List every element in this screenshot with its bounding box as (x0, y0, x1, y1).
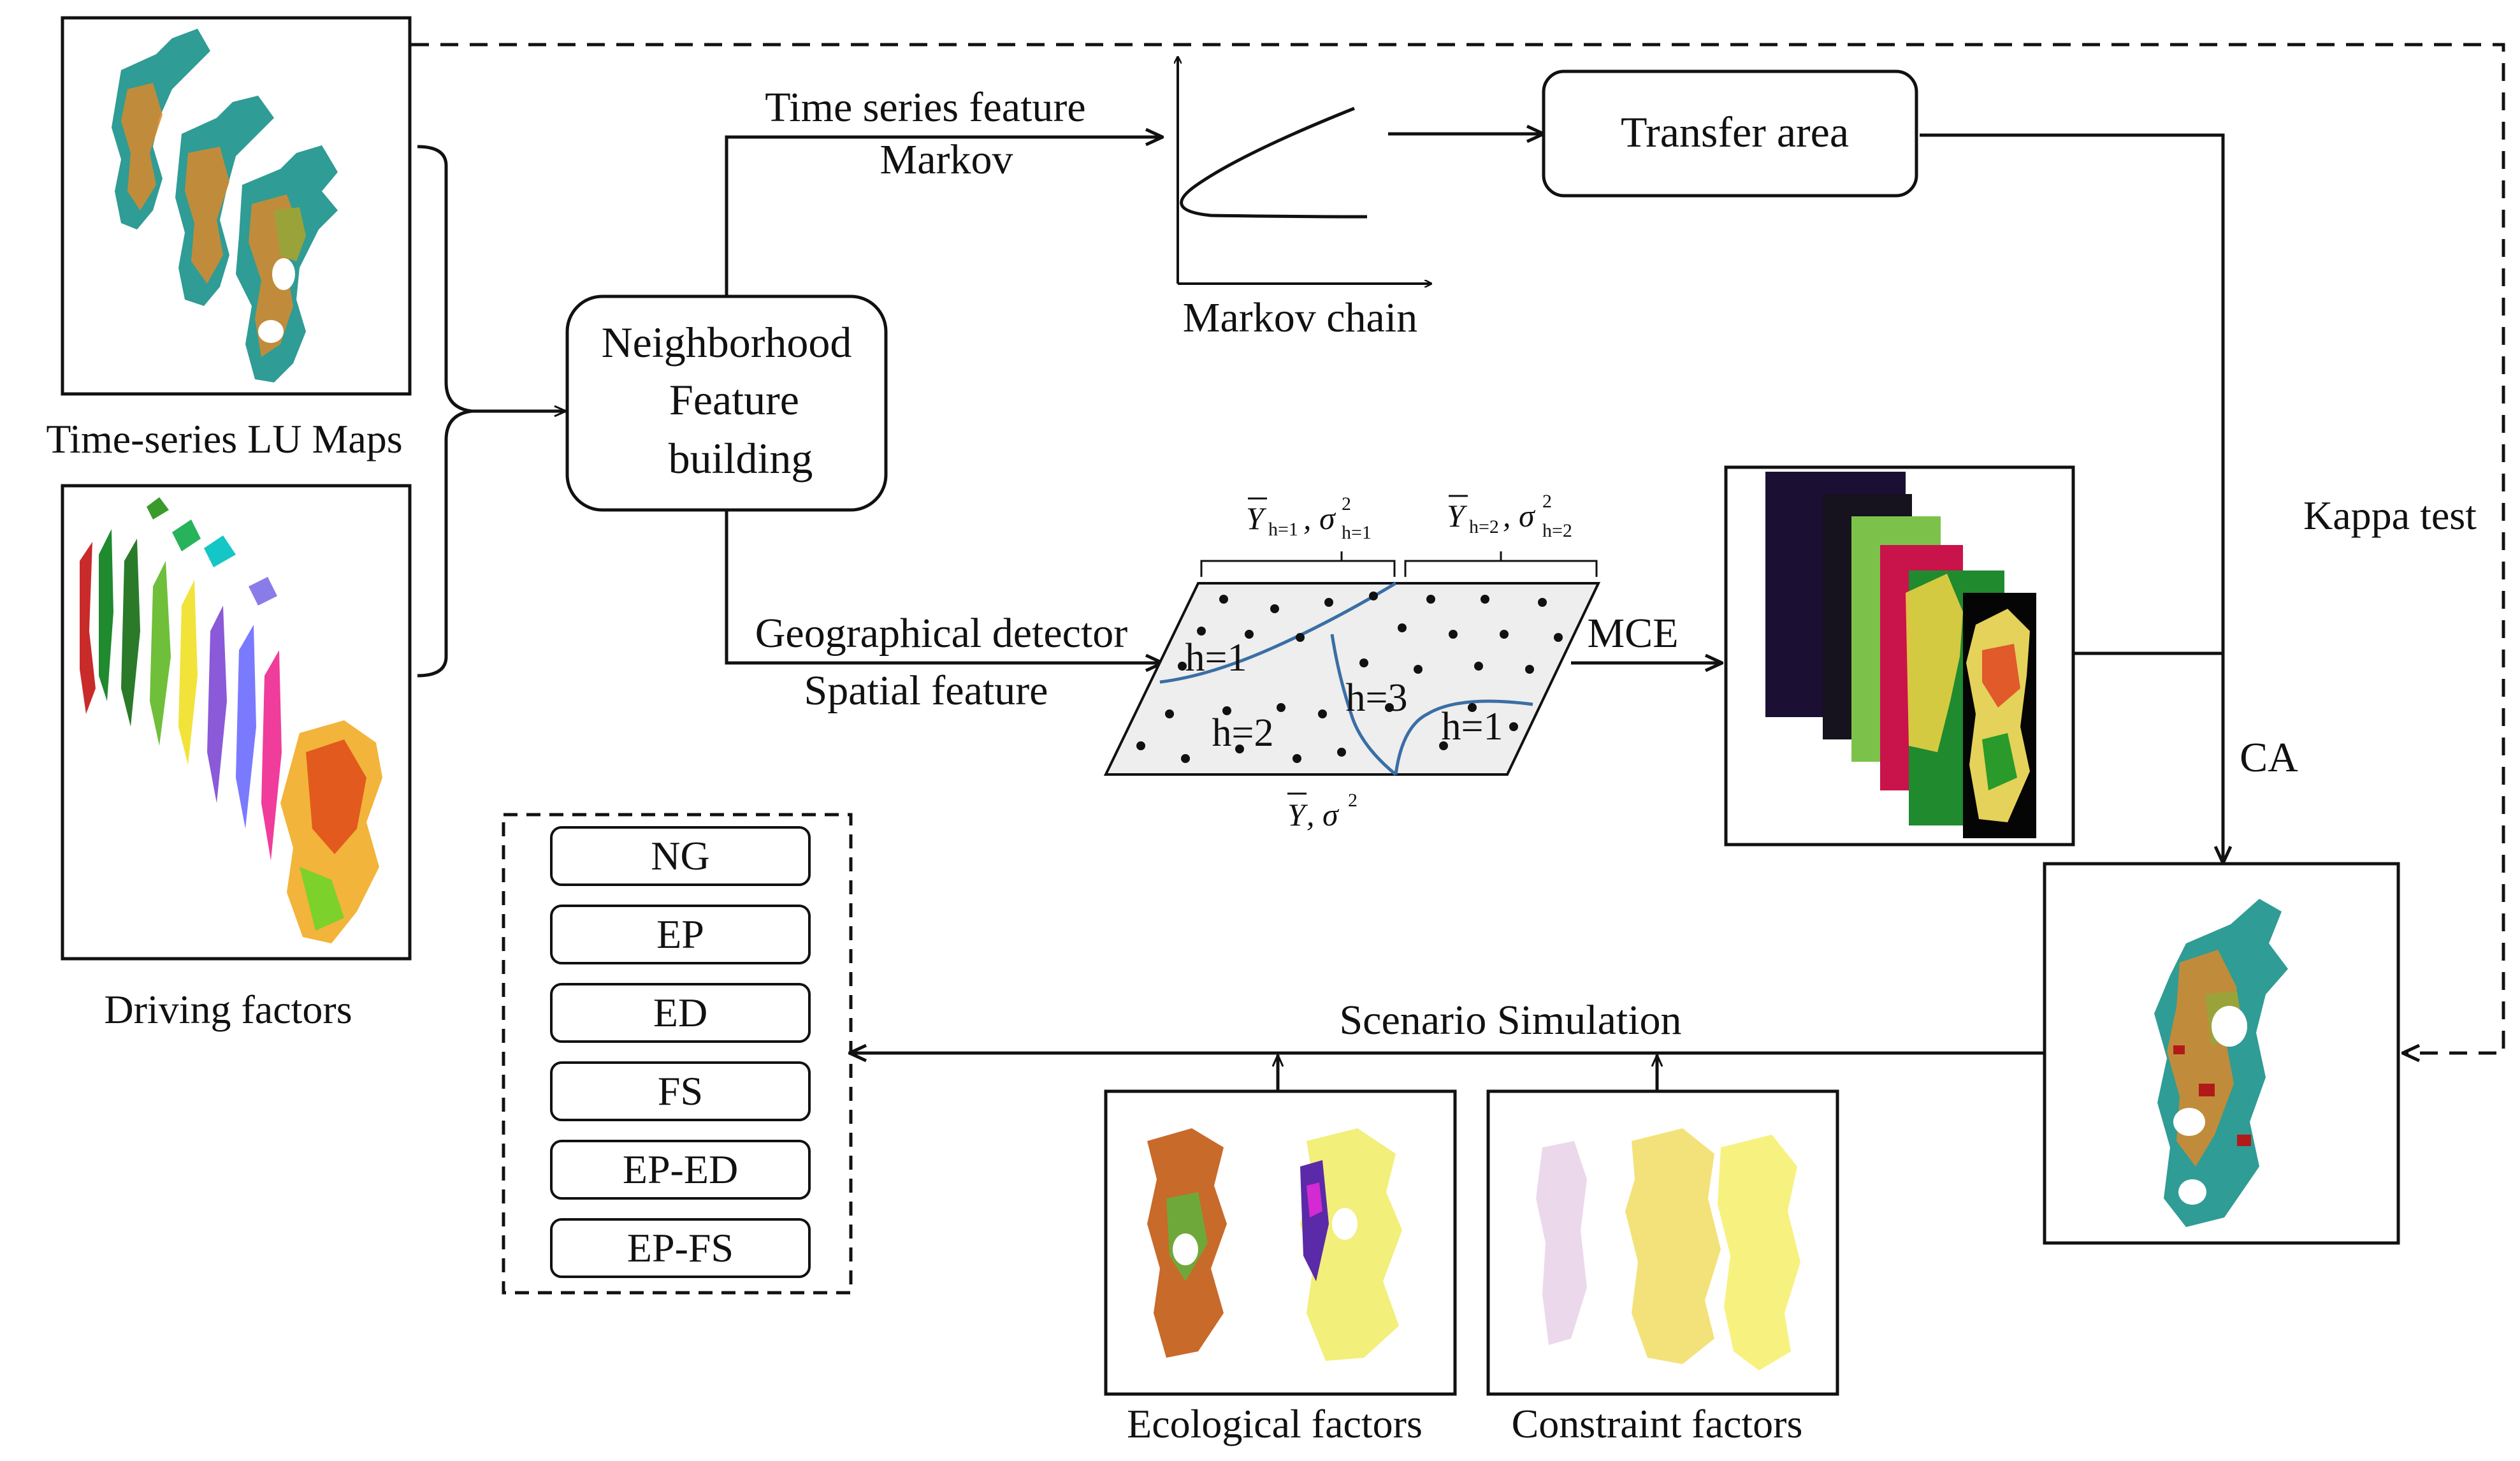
scenario-item-ng: NG (550, 826, 811, 886)
lu-map-2 (175, 96, 274, 306)
stratum-h1-right: h=1 (1442, 705, 1503, 748)
scenario-simulation-label: Scenario Simulation (1339, 997, 1681, 1043)
time-series-maps-label: Time-series LU Maps (46, 416, 402, 462)
driving-factors-panel: Driving factors (61, 484, 412, 1032)
svg-text:Y: Y (1447, 498, 1468, 534)
scenario-label: NG (651, 833, 709, 878)
ecological-factors-panel: Ecological factors (1104, 1089, 1457, 1446)
svg-text:, σ: , σ (1503, 498, 1536, 534)
svg-text:h=1: h=1 (1342, 522, 1372, 543)
time-series-maps-panel: Time-series LU Maps (46, 16, 412, 462)
scenario-label: FS (658, 1068, 703, 1114)
stratum-h3: h=3 (1346, 676, 1408, 720)
transfer-area-label: Transfer area (1621, 108, 1849, 156)
kappa-loop (411, 43, 2505, 1053)
neighborhood-line-3: building (669, 434, 813, 483)
neighborhood-feature-box: Neighborhood Feature building (565, 294, 888, 512)
driving-factors-label: Driving factors (104, 987, 352, 1032)
lu-map-1 (112, 29, 210, 229)
scenario-box (550, 983, 811, 1043)
kappa-test-label: Kappa test (2303, 493, 2477, 538)
svg-text:h=2: h=2 (1542, 520, 1572, 541)
markov-label: Markov (880, 136, 1013, 183)
time-series-branch (725, 137, 1161, 296)
stat-right: Y h=2 , σ 2 h=2 (1447, 491, 1572, 541)
constraint-factors-label: Constraint factors (1512, 1401, 1803, 1446)
transfer-to-ca-arrow (1920, 133, 2223, 862)
scenario-label: EP (656, 912, 704, 957)
constraint-factors-panel: Constraint factors (1486, 1089, 1839, 1446)
scenario-item-ed: ED (550, 983, 811, 1043)
geo-detector-plane: h=1 h=2 h=3 h=1 (1103, 581, 1601, 776)
mce-label: MCE (1587, 610, 1678, 657)
transfer-area-box: Transfer area (1542, 69, 1918, 198)
driving-factor-stack (80, 497, 382, 943)
svg-text:, σ: , σ (1307, 797, 1340, 832)
svg-text:h=2: h=2 (1469, 516, 1499, 537)
svg-text:2: 2 (1342, 493, 1351, 514)
spatial-feature-label: Spatial feature (804, 667, 1048, 714)
scenario-item-ep-fs: EP-FS (550, 1218, 811, 1278)
scenario-box (550, 1061, 811, 1121)
stratum-h1-left: h=1 (1185, 636, 1247, 680)
stratum-h2: h=2 (1212, 711, 1274, 755)
mce-layer-panel (1724, 465, 2075, 847)
ca-label: CA (2240, 734, 2298, 781)
scenario-box (550, 905, 811, 964)
svg-text:2: 2 (1542, 491, 1552, 512)
svg-text:Y: Y (1246, 500, 1267, 536)
scenario-list: NG EP ED FS EP-ED EP-FS (502, 813, 853, 1295)
neighborhood-line-2: Feature (669, 375, 799, 424)
stat-overall: Y , σ 2 (1287, 790, 1358, 832)
markov-chain-label: Markov chain (1183, 294, 1417, 341)
scenario-box (550, 1140, 811, 1200)
geo-detector-label: Geographical detector (755, 610, 1128, 657)
scenario-item-ep: EP (550, 905, 811, 964)
scenario-item-fs: FS (550, 1061, 811, 1121)
scenario-label: ED (653, 990, 707, 1035)
svg-text:2: 2 (1348, 790, 1358, 811)
scenario-label: EP-ED (623, 1147, 738, 1192)
lu-map-3 (236, 145, 338, 382)
scenario-box (550, 1218, 811, 1278)
spatial-branch (725, 510, 1161, 663)
scenario-item-ep-ed: EP-ED (550, 1140, 811, 1200)
svg-text:h=1: h=1 (1268, 519, 1298, 540)
scenario-box (550, 826, 811, 886)
input-brace (417, 145, 472, 678)
scenario-label: EP-FS (627, 1225, 734, 1270)
markov-chain-plot (1178, 57, 1431, 284)
ecological-factors-label: Ecological factors (1127, 1401, 1423, 1446)
svg-text:, σ: , σ (1303, 500, 1336, 536)
plane-top-braces (1200, 551, 1598, 577)
time-series-feature-label: Time series feature (765, 84, 1085, 131)
ca-output-panel (2043, 862, 2400, 1245)
svg-text:Y: Y (1287, 797, 1308, 832)
neighborhood-line-1: Neighborhood (602, 318, 852, 367)
stat-left: Y h=1 , σ 2 h=1 (1246, 493, 1372, 543)
